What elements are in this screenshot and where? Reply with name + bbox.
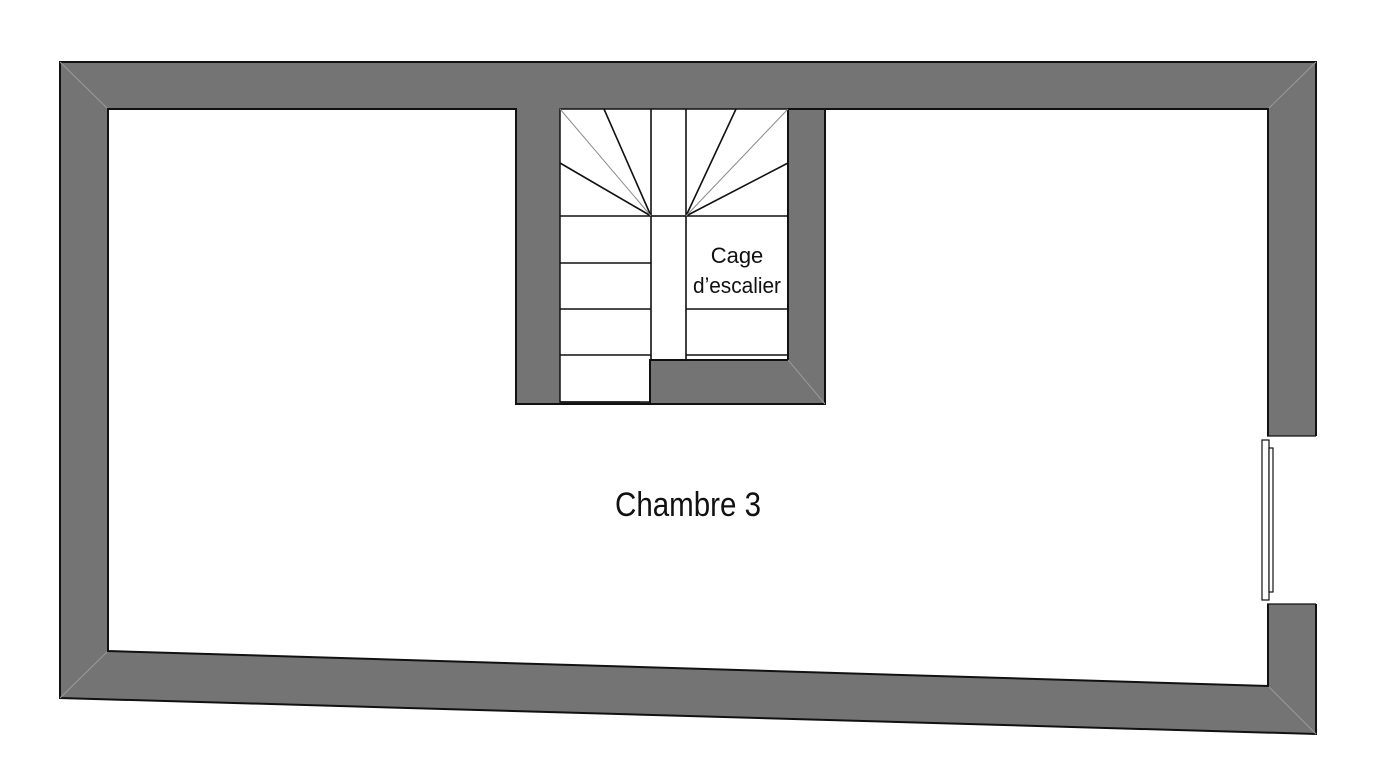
window [1261,435,1317,605]
wall-corner-joints [59,61,1317,735]
staircase [559,108,789,403]
stairwell-opening [559,108,789,403]
room-label-chambre-3: Chambre 3 [615,486,761,524]
room-label-cage-line-1: Cage [711,243,764,268]
landing-wall-joint [787,359,826,405]
stair-newel [650,215,687,361]
room-label-cage-escalier: Cage d’escalier [693,243,781,298]
room-label-cage-line-2: d’escalier [693,273,781,298]
